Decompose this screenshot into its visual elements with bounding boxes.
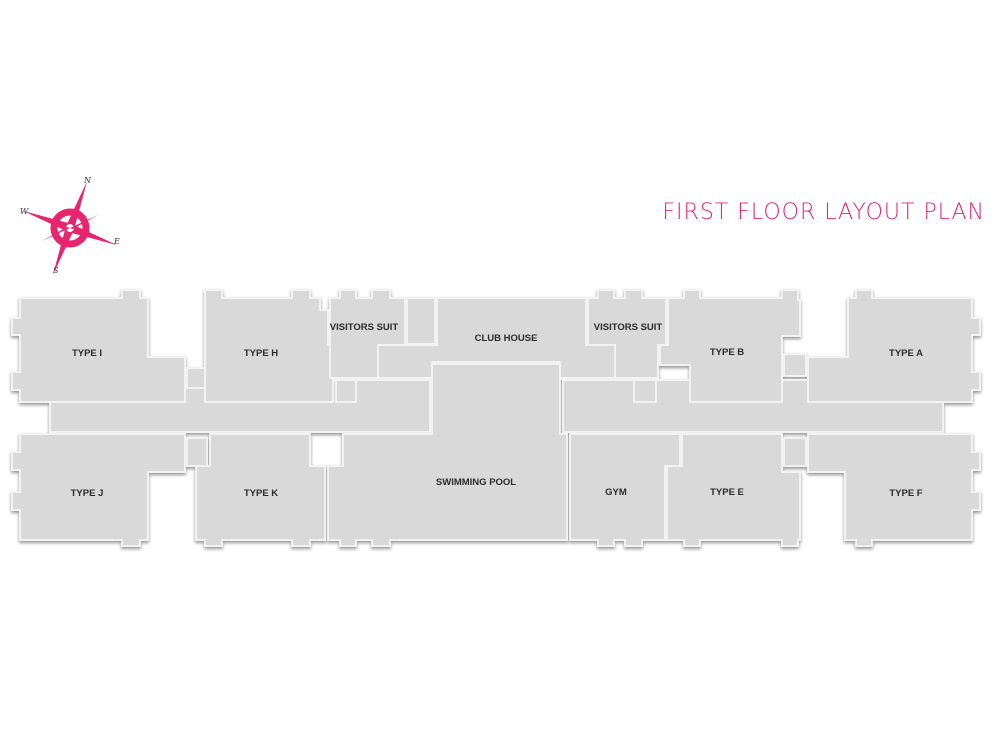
- compass-star-w: [23, 210, 70, 231]
- label-type-f: TYPE F: [889, 488, 922, 499]
- compass-rose-icon: N E S W: [20, 176, 120, 275]
- room-type-a: [807, 289, 981, 403]
- compass-star-e: [70, 225, 117, 246]
- compass-north-label: N: [83, 176, 92, 185]
- compass-star-s: [52, 228, 73, 275]
- label-type-a: TYPE A: [889, 348, 923, 359]
- compass-star-ns: [67, 181, 88, 228]
- compass-west-label: W: [20, 207, 29, 216]
- closet-club-left: [406, 297, 436, 345]
- connector-e-f: [783, 437, 807, 467]
- connector-b-a: [783, 353, 807, 377]
- compass-diag-1: [70, 214, 99, 230]
- closet-visitors-left: [335, 379, 357, 403]
- label-type-i: TYPE I: [72, 348, 102, 359]
- compass-east-label: E: [113, 237, 120, 246]
- label-visitors-suit-right: VISITORS SUIT: [594, 322, 663, 333]
- room-type-f: [807, 433, 981, 547]
- label-visitors-suit-left: VISITORS SUIT: [330, 322, 399, 333]
- label-swimming-pool: SWIMMING POOL: [436, 477, 516, 488]
- room-type-b: [659, 289, 801, 403]
- room-type-e: [666, 433, 801, 547]
- closet-visitors-right: [633, 379, 657, 403]
- label-type-k: TYPE K: [244, 488, 278, 499]
- label-type-e: TYPE E: [710, 487, 744, 498]
- compass-south-label: S: [53, 266, 59, 275]
- label-type-h: TYPE H: [244, 348, 278, 359]
- room-swimming-pool: [327, 363, 568, 547]
- room-visitors-suit-right: [587, 289, 667, 379]
- room-club-house: [377, 297, 616, 379]
- compass-ring: [50, 208, 90, 248]
- label-type-j: TYPE J: [71, 488, 104, 499]
- label-gym: GYM: [605, 487, 627, 498]
- room-type-h: [204, 289, 334, 403]
- label-type-b: TYPE B: [710, 347, 744, 358]
- room-type-k: [195, 433, 326, 547]
- room-type-j: [11, 433, 186, 547]
- compass-diag-2: [41, 226, 70, 242]
- connector-j-k: [186, 437, 208, 467]
- plan-title: FIRST FLOOR LAYOUT PLAN: [662, 200, 985, 225]
- label-club-house: CLUB HOUSE: [475, 333, 538, 344]
- room-type-i: [11, 289, 186, 403]
